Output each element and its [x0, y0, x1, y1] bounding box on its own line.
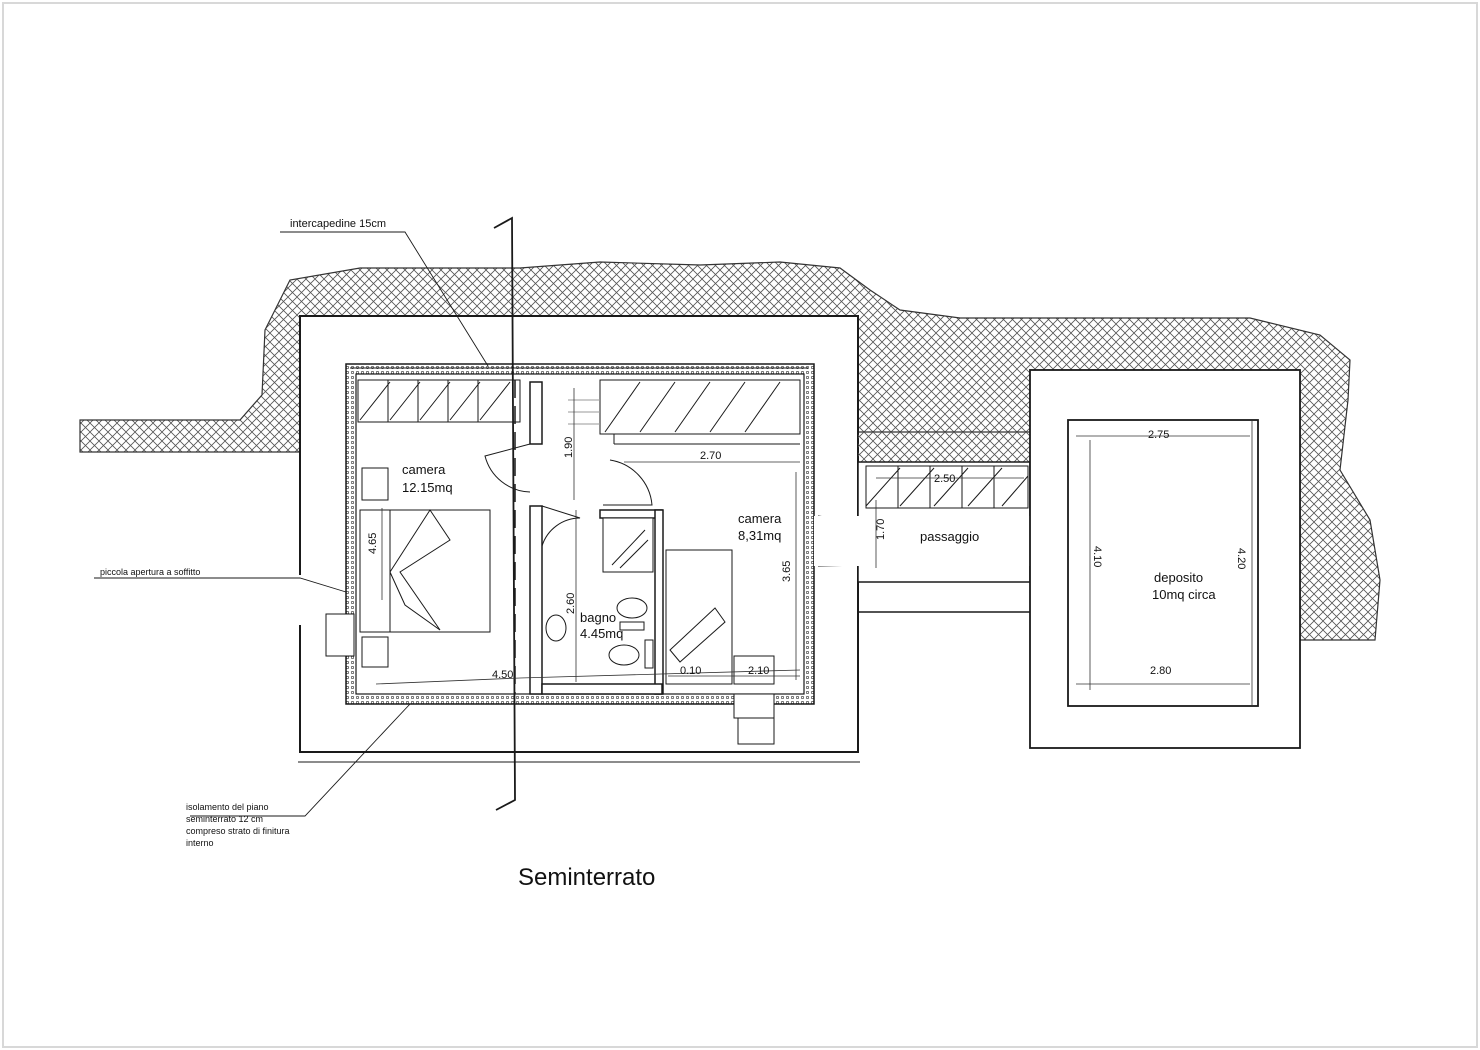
- isolamento-note-2: seminterrato 12 cm: [186, 814, 263, 824]
- partition-walls: [529, 381, 664, 695]
- room-camera-2-area: 8,31mq: [738, 528, 781, 543]
- dim-4-50: 4.50: [492, 669, 513, 681]
- room-camera-1-area: 12.15mq: [402, 480, 453, 495]
- stairs-right: [568, 379, 801, 445]
- dim-2-10: 2.10: [748, 665, 769, 677]
- dim-4-10: 4.10: [1091, 546, 1103, 567]
- dim-1-70: 1.70: [875, 519, 887, 540]
- drawing-title: Seminterrato: [518, 864, 655, 891]
- dim-2-60: 2.60: [565, 593, 577, 614]
- dimension-lines: [375, 388, 1253, 706]
- storage-structure: [1029, 369, 1301, 749]
- dim-2-50: 2.50: [934, 473, 955, 485]
- dim-0-10: 0.10: [680, 665, 701, 677]
- dim-2-70: 2.70: [700, 450, 721, 462]
- room-bagno-area: 4.45mq: [580, 626, 623, 641]
- room-deposito-area: 10mq circa: [1152, 587, 1216, 602]
- dim-1-90: 1.90: [563, 437, 575, 458]
- isolamento-note-3: compreso strato di finitura: [186, 826, 290, 836]
- dim-4-20: 4.20: [1235, 548, 1247, 569]
- room-camera-2-name: camera: [738, 511, 782, 526]
- leader-lines: [94, 231, 489, 817]
- room-camera-1-name: camera: [402, 462, 446, 477]
- dim-4-65: 4.65: [367, 533, 379, 554]
- dim-3-65: 3.65: [781, 561, 793, 582]
- room-deposito-name: deposito: [1154, 570, 1203, 585]
- passage-structure: [814, 432, 1036, 613]
- dim-2-75: 2.75: [1148, 429, 1169, 441]
- isolamento-note-4: interno: [186, 838, 214, 848]
- room-bagno-name: bagno: [580, 610, 616, 625]
- dim-2-80: 2.80: [1150, 665, 1171, 677]
- stairs-left: [357, 379, 521, 423]
- apertura-note: piccola apertura a soffitto: [100, 567, 200, 577]
- intercapedine-note: intercapedine 15cm: [290, 218, 386, 230]
- bathroom-fixtures: [545, 517, 654, 669]
- bed-right: [665, 549, 775, 745]
- room-passaggio-name: passaggio: [920, 529, 979, 544]
- section-cut-line: [493, 216, 516, 811]
- isolamento-note-1: isolamento del piano: [186, 802, 269, 812]
